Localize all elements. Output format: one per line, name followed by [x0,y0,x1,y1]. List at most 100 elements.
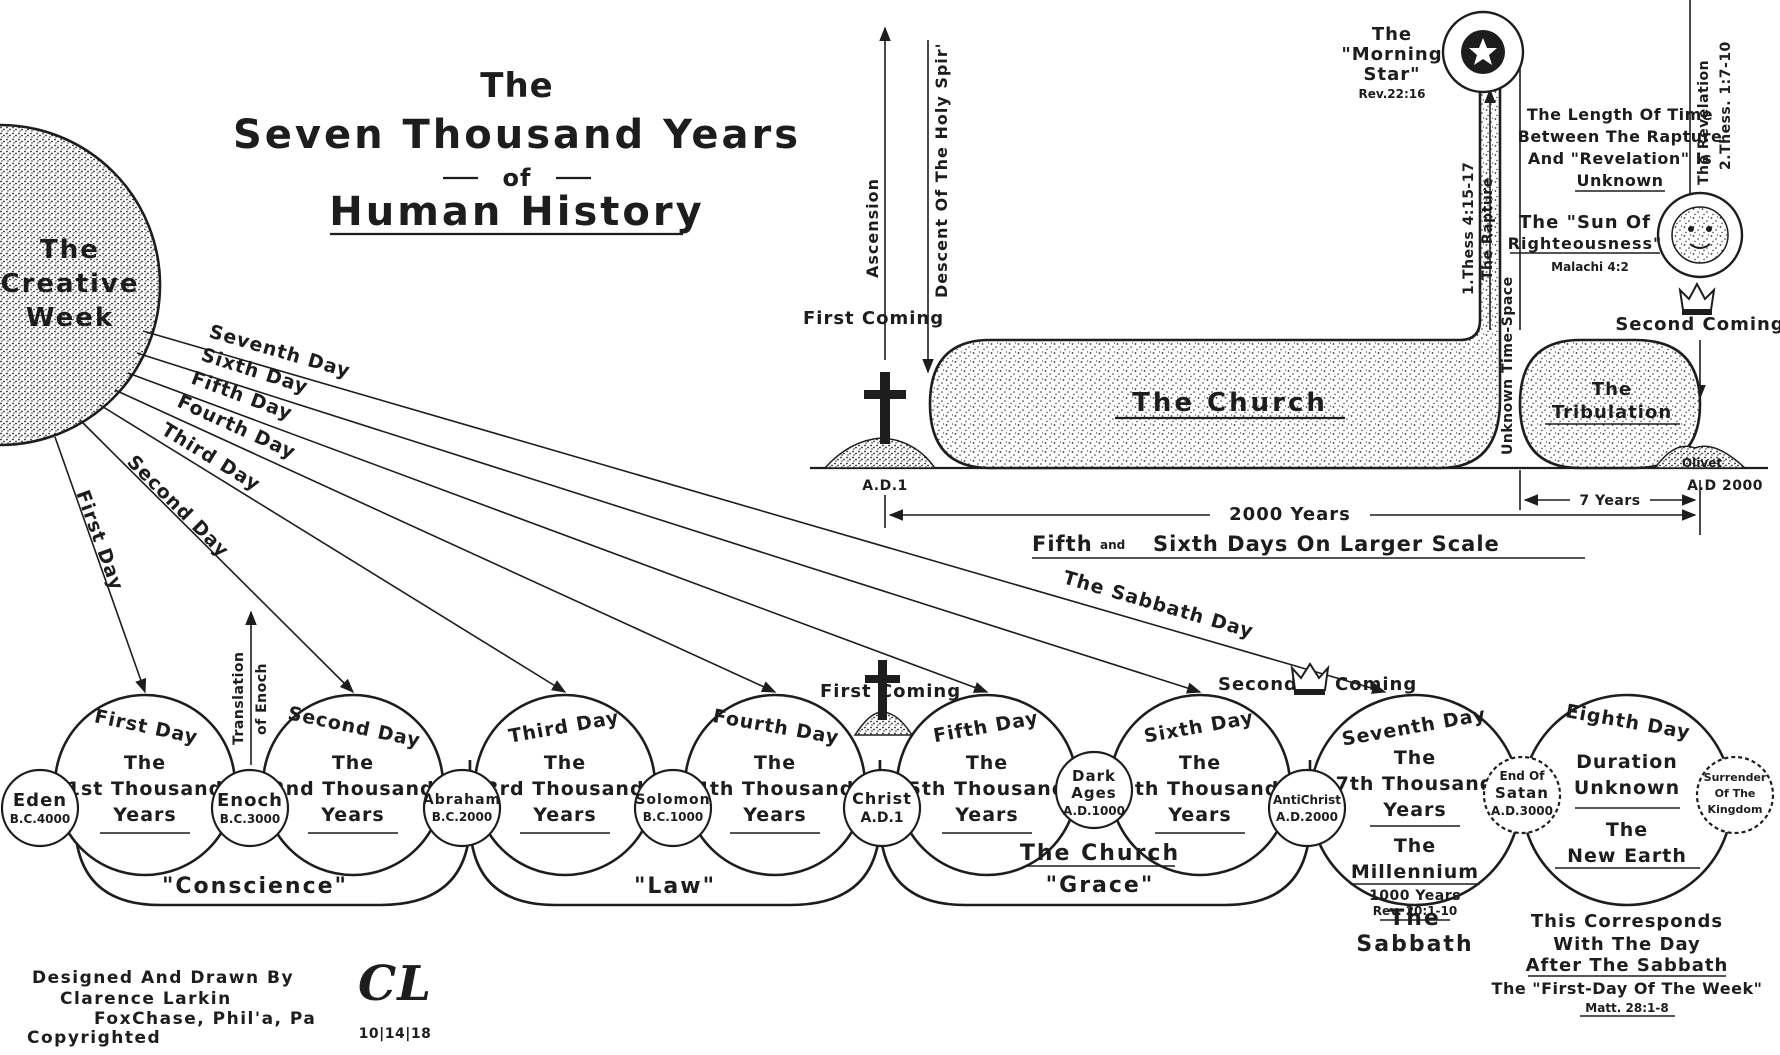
creative-week-circle [0,123,162,447]
translation-line1: Translation [231,652,247,746]
upper-the-church: The Church [1132,388,1328,418]
credit-line3: FoxChase, Phil'a, Pa [94,1009,316,1029]
sabbath-name: Sabbath [1356,932,1473,957]
tribulation-line1: The [1592,379,1632,400]
lower-second-coming-word1: Second [1218,674,1298,695]
morning-star-line3: Star" [1364,64,1421,85]
new-earth-the: The [1606,819,1648,841]
creative-week-line3: Week [26,303,114,333]
sun-of-righteousness-icon [1656,191,1744,279]
lower-second-coming: Second Coming [1218,662,1417,695]
credit-line4: Copyrighted [27,1028,161,1048]
day-circle-6-the: The [1179,752,1221,774]
credit-date: 10|14|18 [359,1026,432,1042]
marker-end-of-satan-line1: End Of [1500,769,1546,783]
larger-scale-panel: Ascension Descent Of The Holy Spir' Firs… [803,0,1780,559]
upper-ad1: A.D.1 [862,478,908,494]
marker-enoch: Enoch B.C.3000 [210,768,290,848]
credit-line2: Clarence Larkin [60,989,232,1009]
thess-label: 1.Thess 4:15-17 [1461,162,1477,295]
marker-dark-ages: Dark Ages A.D.1000 [1054,750,1134,830]
title-the: The [480,66,553,106]
marker-eden: Eden B.C.4000 [0,768,80,848]
marker-dark-ages-date: A.D.1000 [1063,804,1125,818]
length-line2: Between The Rapture [1518,127,1723,146]
day-circle-1-thousand: 1st Thousand [67,778,224,800]
marker-end-of-satan: End Of Satan A.D.3000 [1482,755,1562,835]
scale-fifth: Fifth [1032,532,1093,556]
marker-solomon: Solomon B.C.1000 [633,768,713,848]
marker-surrender-line1: Surrender [1704,771,1767,784]
sun-line2: Righteousness" [1508,234,1663,253]
descent-label: Descent Of The Holy Spir' [932,42,951,298]
era-law: "Law" [634,874,716,899]
marker-solomon-date: B.C.1000 [643,810,703,824]
morning-star-line1: The [1372,24,1412,45]
ray-third-day [99,404,567,693]
revelation-label: The Revelation [1696,60,1712,185]
marker-antichrist-date: A.D.2000 [1276,810,1338,824]
tribulation-line2: Tribulation [1552,402,1672,423]
era-grace: "Grace" [1046,873,1155,898]
olivet-mount [1653,445,1747,469]
marker-eden-date: B.C.4000 [10,812,70,826]
translation-of-enoch: Translation of Enoch [231,610,270,765]
day-circle-1-the: The [124,752,166,774]
sabbath-the: The [1389,906,1441,931]
credit-line1: Designed And Drawn By [32,968,294,988]
title-seven-thousand-years: Seven Thousand Years [233,112,801,158]
morning-star-ref: Rev.22:16 [1359,87,1426,101]
marker-antichrist: AntiChrist A.D.2000 [1267,768,1347,848]
era-labels: "Conscience" "Law" The Church "Grace" Th… [162,841,1473,957]
day-circle-2-the: The [332,752,374,774]
day-circle-4-years: Years [742,804,806,826]
marker-christ-date: A.D.1 [860,810,903,826]
creative-week-sphere: The Creative Week [0,123,162,447]
day-circle-3-thousand: 3rd Thousand [485,778,644,800]
marker-eden-name: Eden [13,790,67,811]
eighth-day-note: This Corresponds With The Day After The … [1492,911,1762,1017]
note-line5: Matt. 28:1-8 [1585,1001,1668,1015]
era-conscience: "Conscience" [162,874,348,899]
note-line1: This Corresponds [1531,911,1723,932]
note-line3: After The Sabbath [1526,955,1729,976]
day-circle-2-thousand: 2nd Thousand [271,778,434,800]
sun-ref: Malachi 4:2 [1551,260,1629,274]
day-circle-1-years: Years [112,804,176,826]
tribulation-blob [1518,338,1702,470]
revelation-ref: 2.Thess. 1:7-10 [1718,41,1734,170]
marker-abraham-date: B.C.2000 [432,810,492,824]
day-circle-5-thousand: 5th Thousand [908,778,1067,800]
marker-dark-ages-line2: Ages [1071,784,1116,802]
day-circle-6-thousand: 6th Thousand [1121,778,1280,800]
sun-line1: The "Sun Of [1519,212,1651,233]
ray-label-first-day: First Day [71,487,128,593]
rapture-label: The Rapture [1480,177,1496,280]
day-circle-6-years: Years [1167,804,1231,826]
marker-end-of-satan-line2: Satan [1495,784,1549,802]
marker-abraham-name: Abraham [423,792,501,808]
length-line3: And "Revelation" Is [1528,149,1712,168]
two-thousand-years-label: 2000 Years [1229,504,1351,525]
morning-star-icon [1441,10,1525,94]
day-circles: First Day The 1st Thousand Years Second … [53,693,1734,921]
marker-dark-ages-line1: Dark [1072,767,1116,785]
seven-years-label: 7 Years [1579,493,1640,509]
millennium-ref: Rev. 20:1-10 [1373,904,1458,918]
day-circle-8-unknown: Unknown [1574,777,1680,799]
marker-christ: Christ A.D.1 [842,768,922,848]
church-blob [928,23,1502,470]
length-line1: The Length Of Time [1527,105,1713,124]
day-circle-5-the: The [966,752,1008,774]
lower-second-coming-word2: Coming [1335,674,1417,695]
marker-surrender-kingdom: Surrender Of The Kingdom [1695,755,1775,835]
ray-first-day [54,436,147,694]
day-circle-7-the: The [1394,747,1436,769]
upper-cross-icon [864,372,906,444]
day-circle-7-years: Years [1382,799,1446,821]
millennium-the: The [1394,835,1436,857]
title-of: of [503,164,532,192]
upper-first-coming: First Coming [803,308,944,329]
scale-and: and [1100,538,1125,552]
